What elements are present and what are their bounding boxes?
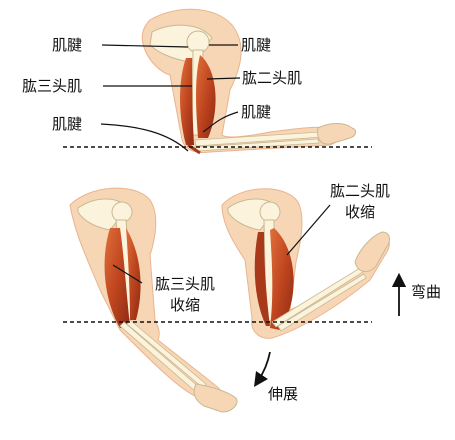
top-hand [318,124,356,145]
label-br-action: 收缩 [315,203,405,221]
bl-humerus-head [112,202,132,222]
br-hand [355,232,389,272]
label-bl-muscle: 肱三头肌 [140,275,230,293]
label-top-tendon-elbow: 肌腱 [52,115,82,133]
label-extension: 伸展 [268,385,298,403]
bl-hand [194,384,237,412]
label-top-tendon-right: 肌腱 [241,36,271,54]
label-flexion: 弯曲 [411,283,441,301]
label-top-tendon-left: 肌腱 [52,36,82,54]
label-bl-action: 收缩 [140,296,230,314]
label-top-triceps: 肱三头肌 [22,77,82,95]
br-humerus-head [260,202,280,222]
extension-arrow [258,352,270,381]
label-top-biceps: 肱二头肌 [242,69,302,87]
label-br-muscle: 肱二头肌 [315,182,405,200]
label-top-tendon-lower: 肌腱 [241,103,271,121]
